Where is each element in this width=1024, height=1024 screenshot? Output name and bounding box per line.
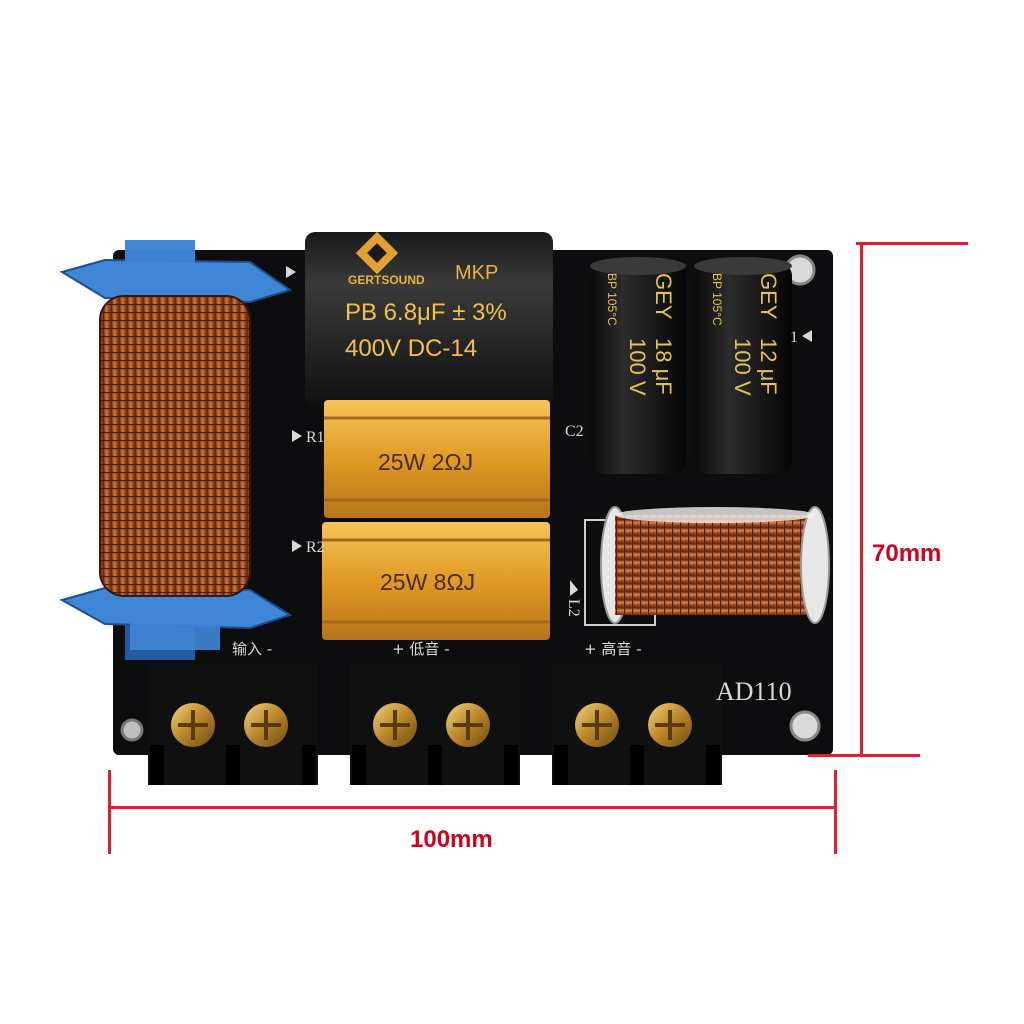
arrow-icon <box>570 580 578 596</box>
terminal-block-low <box>350 665 520 785</box>
silk-low: + 低音 - <box>392 640 450 658</box>
width-dim-left-tick <box>108 770 111 854</box>
resistor-8ohm <box>322 522 550 640</box>
film-capacitor <box>305 231 553 407</box>
arrow-icon <box>286 266 296 278</box>
film-cap-line1: PB 6.8μF ± 3% <box>345 299 507 326</box>
cap-voltage: 100 V <box>625 338 650 396</box>
silk-r1: R1 <box>306 429 325 446</box>
arrow-icon <box>292 430 302 442</box>
cap-value: 12 μF <box>756 338 781 395</box>
arrow-icon <box>802 330 812 342</box>
terminal-block-input <box>148 665 318 785</box>
height-dim-line <box>860 244 863 756</box>
silk-r2: R2 <box>306 539 325 556</box>
cap-brand: GEY <box>651 273 676 320</box>
height-dim-label: 70mm <box>872 540 942 567</box>
silk-input: 输入 - <box>232 640 272 658</box>
width-dim-right-tick <box>834 770 837 854</box>
silk-l2: L2 <box>565 599 582 617</box>
electrolytic-cap-18uf <box>590 257 686 474</box>
gertsound-logo-icon <box>355 231 399 275</box>
terminal-block-high <box>552 665 722 785</box>
cap-voltage: 100 V <box>730 338 755 396</box>
inductor-l1 <box>59 240 293 660</box>
electrolytic-cap-12uf <box>694 257 792 474</box>
cap-brand: GEY <box>756 273 781 320</box>
silk-l1: 1 <box>790 329 798 346</box>
cap-value: 18 μF <box>651 338 676 395</box>
cap-temp: BP 105°C <box>605 273 619 326</box>
cap-temp: BP 105°C <box>710 273 724 326</box>
mounting-hole <box>789 710 821 742</box>
width-dim-line <box>110 806 836 809</box>
film-cap-type: MKP <box>455 262 498 284</box>
film-cap-brand: GERTSOUND <box>348 273 425 287</box>
arrow-icon <box>292 540 302 552</box>
model-label: AD110 <box>716 677 792 706</box>
height-dim-top-tick <box>856 242 968 245</box>
resistor-2ohm <box>324 400 550 518</box>
height-dim-bottom-tick <box>808 754 920 757</box>
film-cap-line2: 400V DC-14 <box>345 335 477 362</box>
mounting-hole <box>120 718 144 742</box>
silk-c2: C2 <box>565 423 584 440</box>
resistor-label: 25W 2ΩJ <box>378 449 473 475</box>
silk-high: + 高音 - <box>584 640 642 658</box>
resistor-label: 25W 8ΩJ <box>380 569 475 595</box>
width-dim-label: 100mm <box>410 826 493 853</box>
inductor-l2 <box>600 506 830 624</box>
